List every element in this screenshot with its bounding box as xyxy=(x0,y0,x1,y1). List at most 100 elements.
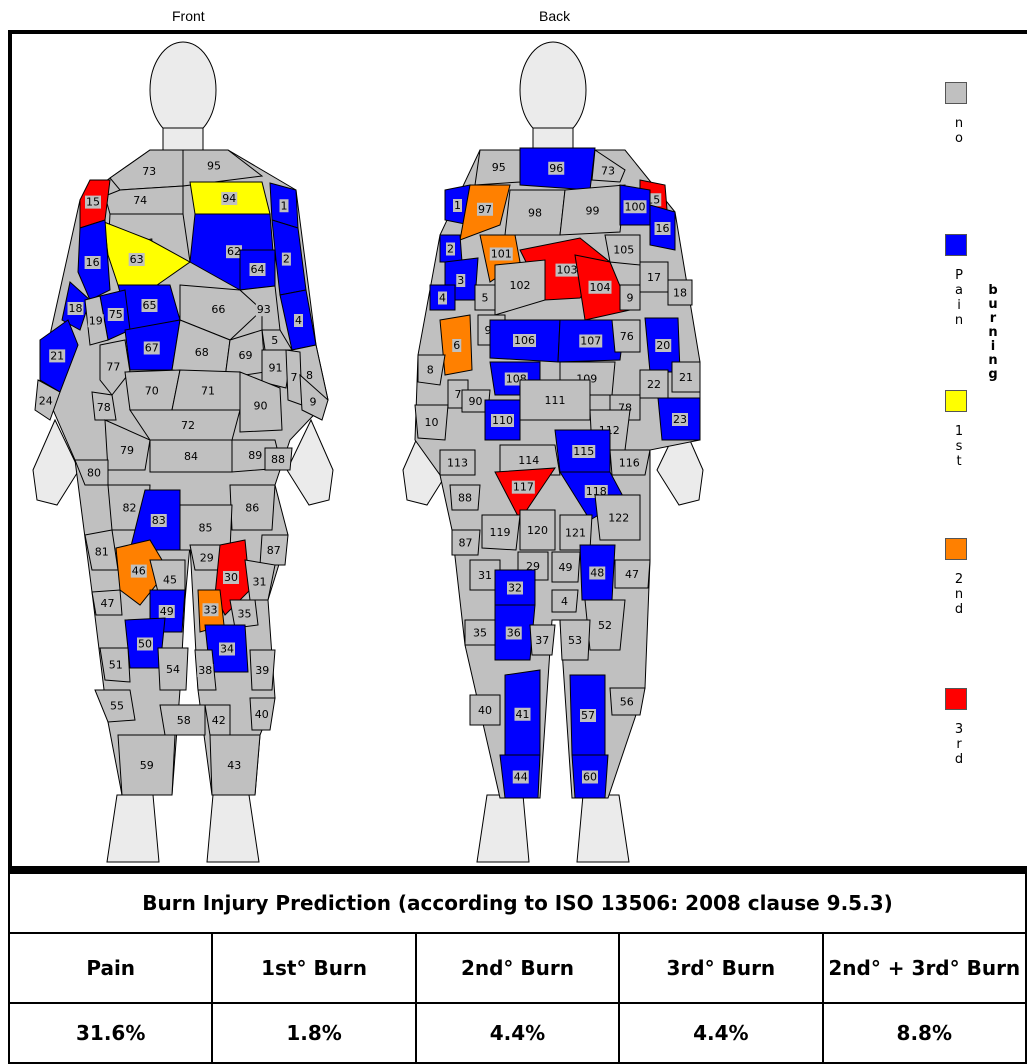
svg-text:39: 39 xyxy=(255,664,269,677)
svg-text:119: 119 xyxy=(490,526,511,539)
front-figure: 7395749415161626364162186566759341956768… xyxy=(33,42,333,862)
back-region-87-label: 87 xyxy=(458,537,474,550)
front-region-69-label: 69 xyxy=(238,349,254,362)
svg-text:73: 73 xyxy=(601,165,615,178)
front-region-81-label: 81 xyxy=(94,545,110,558)
svg-text:60: 60 xyxy=(583,771,597,784)
svg-text:31: 31 xyxy=(478,569,492,582)
legend-group-label: b u r n i n g xyxy=(985,284,1001,382)
back-region-100-label: 100 xyxy=(624,200,647,213)
svg-text:90: 90 xyxy=(469,395,483,408)
front-region-86-label: 86 xyxy=(244,502,260,515)
front-region-59-label: 59 xyxy=(139,759,155,772)
svg-text:15: 15 xyxy=(86,196,100,209)
svg-text:62: 62 xyxy=(227,245,241,258)
front-region-42-label: 42 xyxy=(211,714,227,727)
svg-text:113: 113 xyxy=(447,457,468,470)
legend-swatch-first xyxy=(945,390,967,412)
front-region-50-label: 50 xyxy=(137,638,153,651)
svg-text:95: 95 xyxy=(492,161,506,174)
back-region-105-label: 105 xyxy=(612,243,635,256)
svg-text:20: 20 xyxy=(656,339,670,352)
front-region-65-label: 65 xyxy=(142,299,158,312)
back-region-104-label: 104 xyxy=(589,281,612,294)
svg-text:43: 43 xyxy=(227,759,241,772)
svg-text:87: 87 xyxy=(267,544,281,557)
svg-text:45: 45 xyxy=(163,574,177,587)
svg-text:105: 105 xyxy=(613,243,634,256)
svg-text:97: 97 xyxy=(478,203,492,216)
legend-label-first: 1 s t xyxy=(953,424,965,469)
svg-text:49: 49 xyxy=(160,605,174,618)
front-region-91-label: 91 xyxy=(268,362,284,375)
legend-swatch-pain xyxy=(945,234,967,256)
back-region-99-label: 99 xyxy=(585,205,601,218)
svg-text:5: 5 xyxy=(271,334,278,347)
svg-text:41: 41 xyxy=(516,708,530,721)
header-second-burn: 2nd° Burn xyxy=(416,933,619,1003)
back-region-101-label: 101 xyxy=(490,248,513,261)
front-region-79-label: 79 xyxy=(119,444,135,457)
front-region-2-label: 2 xyxy=(282,253,291,266)
svg-text:64: 64 xyxy=(251,263,265,276)
svg-text:16: 16 xyxy=(86,256,100,269)
value-second-plus-third-burn: 8.8% xyxy=(823,1003,1026,1063)
svg-text:7: 7 xyxy=(291,371,298,384)
legend-label-third: 3 r d xyxy=(953,722,965,767)
value-first-burn: 1.8% xyxy=(212,1003,415,1063)
front-region-7-label: 7 xyxy=(290,371,299,384)
value-pain: 31.6% xyxy=(9,1003,212,1063)
svg-text:122: 122 xyxy=(608,512,629,525)
back-region-116-label: 116 xyxy=(618,457,641,470)
head xyxy=(150,42,216,138)
front-region-74-label: 74 xyxy=(132,194,148,207)
front-region-30-label: 30 xyxy=(223,571,239,584)
svg-text:81: 81 xyxy=(95,545,109,558)
svg-text:40: 40 xyxy=(255,708,269,721)
header-second-plus-third-burn: 2nd° + 3rd° Burn xyxy=(823,933,1026,1003)
back-region-120-label: 120 xyxy=(526,524,549,537)
front-region-47-label: 47 xyxy=(100,597,116,610)
svg-text:100: 100 xyxy=(625,200,646,213)
svg-text:111: 111 xyxy=(545,394,566,407)
front-region-63-label: 63 xyxy=(129,253,145,266)
svg-text:85: 85 xyxy=(199,522,213,535)
svg-text:94: 94 xyxy=(222,192,236,205)
back-region-73-label: 73 xyxy=(600,165,616,178)
front-region-88-label: 88 xyxy=(270,453,286,466)
svg-text:56: 56 xyxy=(620,696,634,709)
back-region-35-label: 35 xyxy=(472,627,488,640)
front-region-71-label: 71 xyxy=(200,385,216,398)
svg-text:47: 47 xyxy=(101,597,115,610)
front-region-40-label: 40 xyxy=(254,708,270,721)
burn-prediction-table: Burn Injury Prediction (according to ISO… xyxy=(8,870,1027,1064)
legend-label-none: n o xyxy=(953,116,965,146)
front-region-16-label: 16 xyxy=(85,256,101,269)
svg-text:110: 110 xyxy=(492,414,513,427)
back-region-97-label: 97 xyxy=(477,203,493,216)
front-region-19-label: 19 xyxy=(88,314,104,327)
svg-text:99: 99 xyxy=(586,205,600,218)
right-foot xyxy=(207,795,259,862)
svg-text:74: 74 xyxy=(133,194,147,207)
svg-text:116: 116 xyxy=(619,457,640,470)
svg-text:9: 9 xyxy=(627,292,634,305)
value-third-burn: 4.4% xyxy=(619,1003,822,1063)
svg-text:4: 4 xyxy=(561,595,568,608)
back-region-111-label: 111 xyxy=(544,394,567,407)
back-region-17-label: 17 xyxy=(646,271,662,284)
svg-text:22: 22 xyxy=(647,378,661,391)
front-region-29-label: 29 xyxy=(199,552,215,565)
svg-text:4: 4 xyxy=(439,292,446,305)
back-region-96-label: 96 xyxy=(548,162,564,175)
back-region-49-label: 49 xyxy=(558,561,574,574)
svg-text:68: 68 xyxy=(195,346,209,359)
back-region-95-label: 95 xyxy=(491,161,507,174)
back-region-115-label: 115 xyxy=(572,445,595,458)
back-region-7-label: 7 xyxy=(454,388,463,401)
svg-text:89: 89 xyxy=(248,449,262,462)
front-region-31-label: 31 xyxy=(252,575,268,588)
svg-text:24: 24 xyxy=(39,395,53,408)
front-region-77-label: 77 xyxy=(105,360,121,373)
